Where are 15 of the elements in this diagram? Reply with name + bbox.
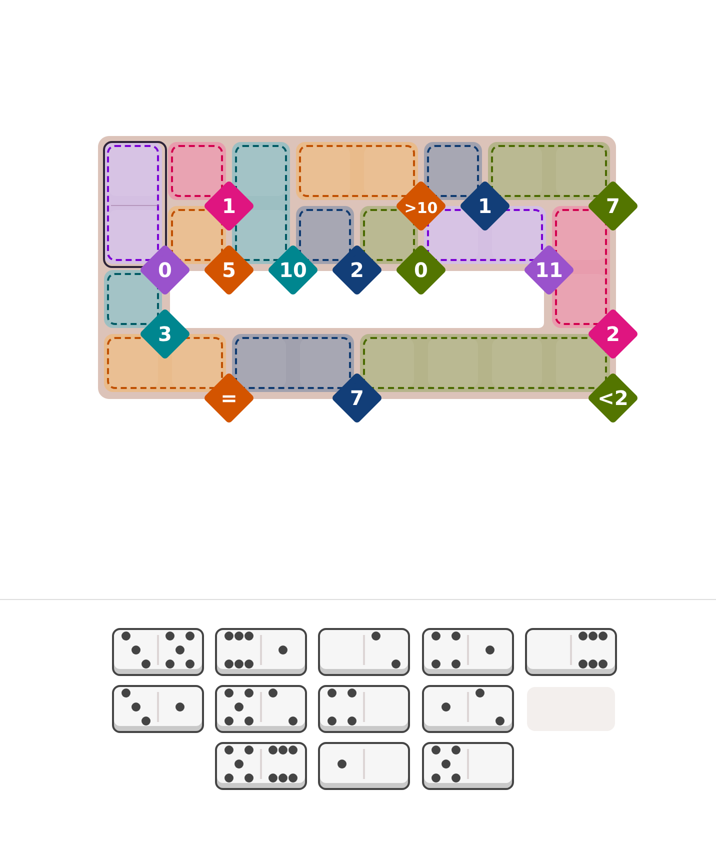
constraint-badge: 0 xyxy=(140,245,190,295)
constraint-badge: 10 xyxy=(268,245,318,295)
constraint-badge: 2 xyxy=(588,309,638,359)
constraint-badge: 7 xyxy=(332,373,382,423)
constraint-badge: 11 xyxy=(524,245,574,295)
constraint-badge: 0 xyxy=(396,245,446,295)
constraint-badge: <2 xyxy=(588,373,638,423)
constraint-badge: 7 xyxy=(588,181,638,231)
constraint-badge: 5 xyxy=(204,245,254,295)
constraint-badge: 1 xyxy=(204,181,254,231)
constraint-badge: 1 xyxy=(460,181,510,231)
constraint-badge: = xyxy=(204,373,254,423)
constraint-badge: 3 xyxy=(140,309,190,359)
constraint-badge: 2 xyxy=(332,245,382,295)
constraint-badge: >10 xyxy=(396,181,446,231)
